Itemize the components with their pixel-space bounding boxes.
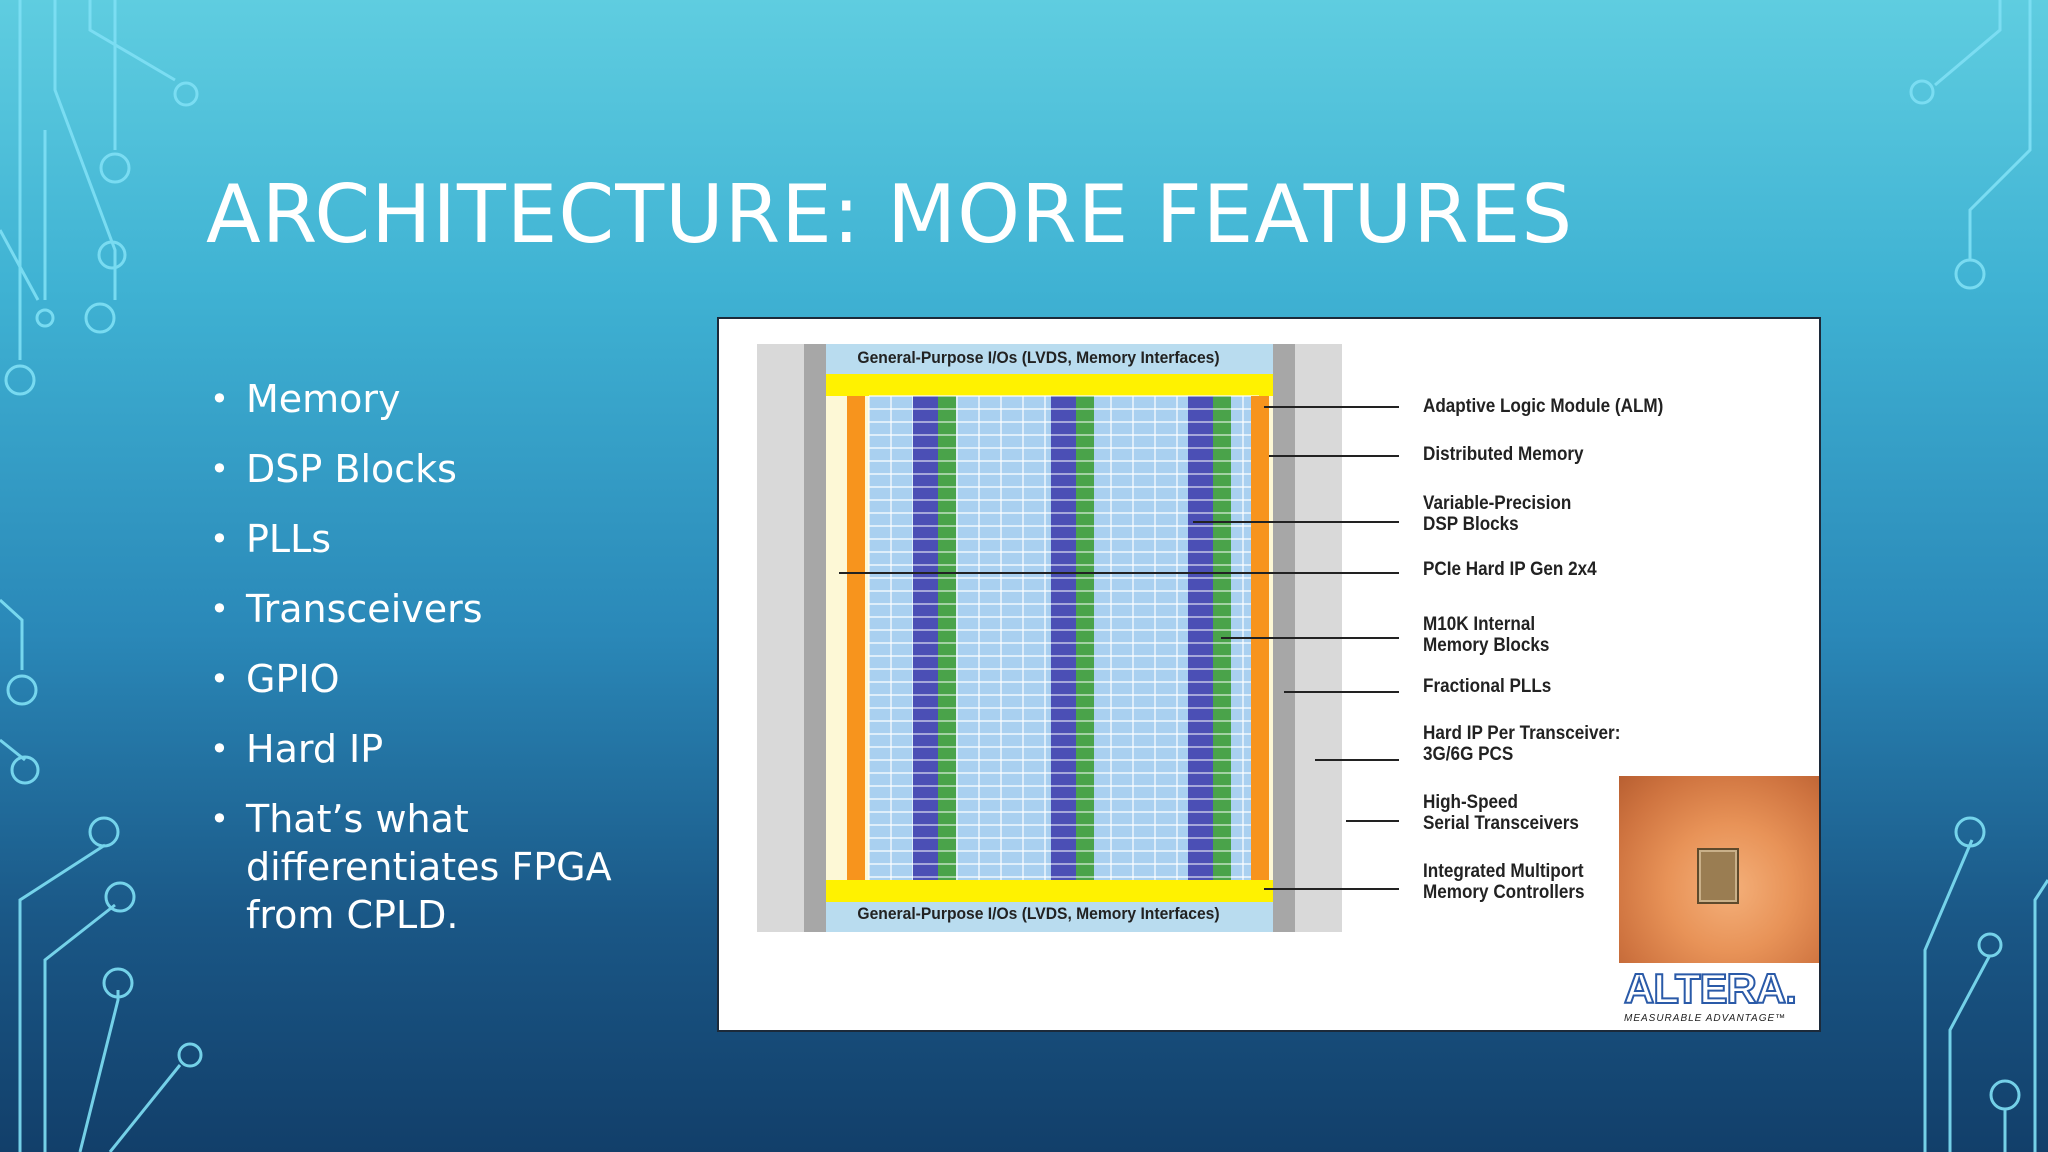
bullet-list: •Memory •DSP Blocks •PLLs •Transceivers …	[208, 375, 678, 961]
bullet-item: • That’s what differentiates FPGA from CP…	[208, 795, 678, 939]
transceiver-side-left	[757, 344, 804, 932]
callout-alm: Adaptive Logic Module (ALM)	[1423, 396, 1664, 417]
bullet-item: • Hard IP	[208, 725, 678, 773]
bullet-item: • Transceivers	[208, 585, 678, 633]
chip-image	[1697, 848, 1739, 904]
callout-fractional-plls: Fractional PLLs	[1423, 676, 1552, 697]
callout-m10k: M10K Internal Memory Blocks	[1423, 614, 1550, 656]
callout-dsp-blocks: Variable-Precision DSP Blocks	[1423, 493, 1572, 535]
chip-on-fingertip-photo	[1619, 776, 1819, 963]
memory-controller-bottom	[826, 880, 1273, 902]
bullet-text: Transceivers	[246, 587, 483, 631]
bullet-dot: •	[210, 730, 229, 768]
bullet-text: Memory	[246, 377, 401, 421]
bullet-dot: •	[210, 380, 229, 418]
m10k-column	[1076, 396, 1094, 880]
callout-serial-transceivers: High-Speed Serial Transceivers	[1423, 792, 1579, 834]
bullet-item: • Memory	[208, 375, 678, 423]
io-bottom-label: General-Purpose I/Os (LVDS, Memory Inter…	[857, 904, 1220, 923]
bullet-dot: •	[210, 590, 229, 628]
bullet-text: GPIO	[246, 657, 340, 701]
fpga-architecture-figure: General-Purpose I/Os (LVDS, Memory Inter…	[717, 317, 1821, 1032]
bullet-item: • DSP Blocks	[208, 445, 678, 493]
callout-hard-ip-transceiver: Hard IP Per Transceiver: 3G/6G PCS	[1423, 723, 1621, 765]
bullet-dot: •	[210, 800, 229, 838]
callout-memory-controllers: Integrated Multiport Memory Controllers	[1423, 861, 1585, 903]
io-band-bottom	[826, 902, 1273, 932]
logo-tagline: MEASURABLE ADVANTAGE™	[1624, 1013, 1787, 1024]
pcs-side-left	[804, 344, 826, 932]
bullet-dot: •	[210, 660, 229, 698]
m10k-column	[938, 396, 956, 880]
bullet-text: Hard IP	[246, 727, 384, 771]
io-top-label: General-Purpose I/Os (LVDS, Memory Inter…	[857, 348, 1220, 367]
dsp-column	[1051, 396, 1076, 880]
slide-title: ARCHITECTURE: MORE FEATURES	[206, 168, 1574, 261]
bullet-text: PLLs	[246, 517, 332, 561]
bullet-item: • GPIO	[208, 655, 678, 703]
pll-column-left	[847, 396, 865, 880]
callout-pcie: PCIe Hard IP Gen 2x4	[1423, 559, 1597, 580]
bullet-text: That’s what differentiates FPGA from CPL…	[246, 797, 612, 937]
dsp-column	[1188, 396, 1213, 880]
bullet-dot: •	[210, 520, 229, 558]
callout-distributed-memory: Distributed Memory	[1423, 444, 1584, 465]
memory-controller-top	[826, 374, 1273, 396]
logo-word: ALTERA.	[1623, 965, 1798, 1012]
io-band-top	[826, 344, 1273, 374]
dsp-column	[913, 396, 938, 880]
altera-logo: ALTERA. MEASURABLE ADVANTAGE™	[1623, 965, 1804, 1025]
bullet-text: DSP Blocks	[246, 447, 457, 491]
bullet-dot: •	[210, 450, 229, 488]
fpga-floorplan-diagram	[757, 344, 1399, 932]
bullet-item: • PLLs	[208, 515, 678, 563]
